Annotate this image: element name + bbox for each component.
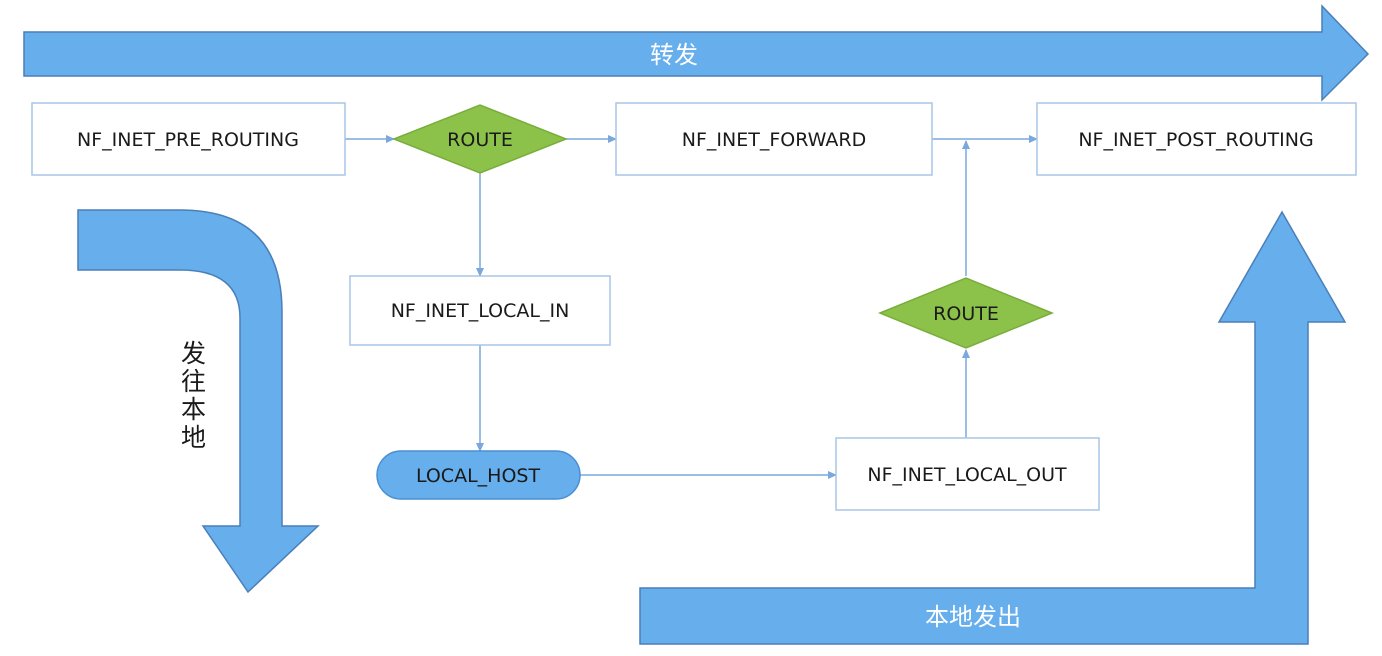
node-local-out bbox=[835, 437, 1100, 511]
to-local-flow-arrow bbox=[77, 209, 320, 594]
node-local-out-label: NF_INET_LOCAL_OUT bbox=[867, 464, 1067, 486]
node-post-routing bbox=[1036, 102, 1357, 176]
node-pre-routing-label: NF_INET_PRE_ROUTING bbox=[77, 129, 299, 151]
node-route-right-label: ROUTE bbox=[933, 303, 999, 325]
node-route-top-label: ROUTE bbox=[447, 129, 513, 151]
to-local-flow-label: 发往本地 bbox=[178, 340, 207, 452]
node-post-routing-label: NF_INET_POST_ROUTING bbox=[1078, 129, 1313, 151]
node-local-host-label: LOCAL_HOST bbox=[416, 465, 541, 487]
forward-flow-arrow bbox=[23, 4, 1370, 102]
node-local-in-label: NF_INET_LOCAL_IN bbox=[391, 300, 570, 322]
node-forward-label: NF_INET_FORWARD bbox=[682, 129, 866, 151]
node-pre-routing bbox=[31, 102, 346, 176]
node-route-right bbox=[878, 277, 1054, 349]
node-forward bbox=[615, 102, 933, 176]
from-local-flow-label: 本地发出 bbox=[925, 603, 1021, 631]
forward-flow-label: 转发 bbox=[650, 41, 698, 69]
node-route-top bbox=[391, 104, 569, 174]
node-local-in bbox=[349, 275, 611, 346]
node-local-host bbox=[376, 450, 581, 500]
from-local-flow-arrow bbox=[639, 210, 1347, 645]
